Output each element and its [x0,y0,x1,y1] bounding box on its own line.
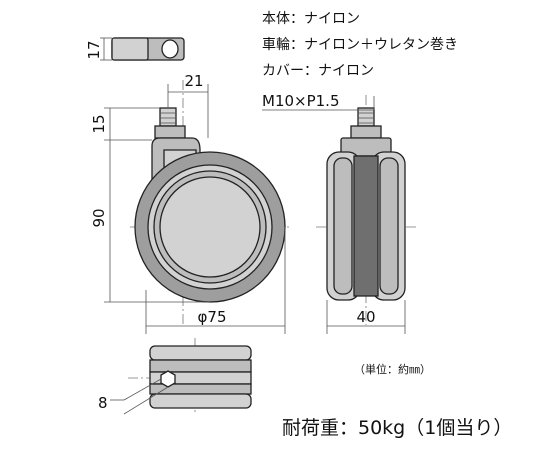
spec-wheel-material: 車輪：ナイロン＋ウレタン巻き [262,36,458,53]
thread-callout: M10×P1.5 [262,92,375,111]
dimension-hole: 8 [98,378,169,415]
spec-cover-material: カバー：ナイロン [262,63,374,79]
side-view [130,80,290,325]
wheel-width-label: 40 [356,308,375,326]
overall-height-label: 90 [90,208,108,227]
spec-body-material: 本体：ナイロン [262,11,360,27]
hole-label: 8 [98,394,108,412]
wheel-diameter-label: φ75 [198,308,227,326]
load-capacity: 耐荷重：50kg（1個当り） [282,417,512,439]
bottom-view [128,338,252,412]
stem-length-label: 15 [90,114,108,133]
dimension-wheel-diameter: φ75 [145,227,286,334]
collar-height-label: 17 [85,40,103,59]
unit-note: （単位：約㎜） [354,362,431,376]
collar-part [111,37,185,61]
front-view [316,95,418,325]
dimension-stem-offset: 21 [167,72,209,138]
dimension-collar-height: 17 [85,37,112,61]
dimension-overall-height: 90 [90,140,210,303]
dimension-stem-length: 15 [90,107,160,141]
stem-offset-label: 21 [184,72,203,90]
thread-label: M10×P1.5 [262,92,340,110]
dimension-wheel-width: 40 [326,300,406,334]
